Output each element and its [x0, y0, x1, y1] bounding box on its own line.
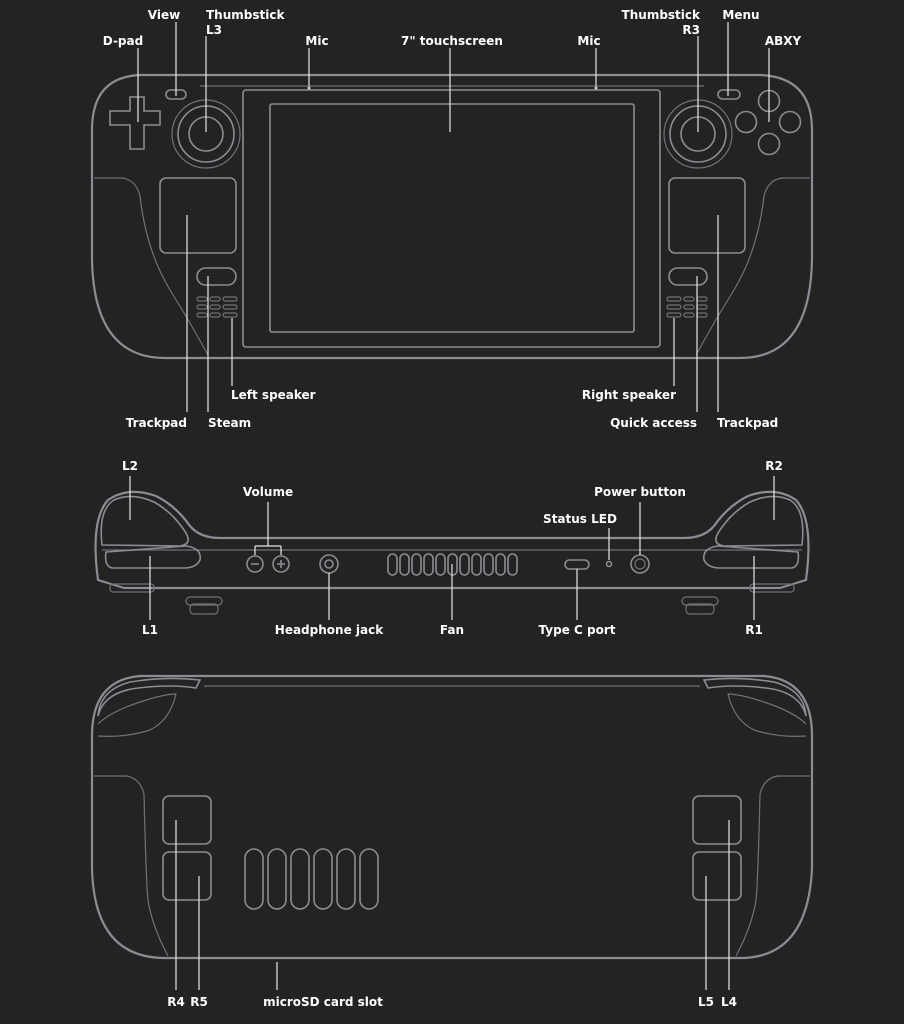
left-speaker-grille — [196, 296, 238, 318]
label-thumbstick-l3-line1: Thumbstick — [206, 8, 285, 22]
front-leaders — [137, 22, 770, 412]
label-menu: Menu — [722, 8, 759, 22]
top-leaders — [129, 476, 775, 620]
touchscreen[interactable] — [269, 103, 635, 333]
mic-right-hole — [594, 86, 598, 90]
volume-down-button[interactable] — [246, 555, 264, 573]
label-dpad: D-pad — [103, 34, 143, 48]
label-steam: Steam — [208, 416, 251, 430]
quick-access-button[interactable] — [668, 267, 708, 286]
back-view: R4 R5 microSD card slot L5 L4 — [90, 674, 814, 1009]
l4-back-button[interactable] — [692, 795, 742, 845]
back-right-trigger — [702, 677, 807, 717]
back-left-trigger — [97, 677, 202, 717]
label-thumbstick-r3-line2: R3 — [682, 23, 700, 37]
r5-back-button[interactable] — [162, 851, 212, 901]
back-inner-left — [94, 775, 169, 957]
label-abxy: ABXY — [765, 34, 802, 48]
label-volume: Volume — [243, 485, 293, 499]
right-trackpad[interactable] — [668, 177, 746, 254]
back-left-trigger-inner — [97, 693, 177, 737]
label-type-c-port: Type C port — [539, 623, 616, 637]
label-power-button: Power button — [594, 485, 686, 499]
back-body-outline — [90, 674, 814, 960]
label-r2: R2 — [765, 459, 783, 473]
label-thumbstick-r3-line1: Thumbstick — [622, 8, 701, 22]
r4-back-button[interactable] — [162, 795, 212, 845]
r1-bumper[interactable] — [702, 545, 800, 569]
front-view: View Thumbstick L3 D-pad Mic 7" touchscr… — [90, 8, 814, 430]
label-trackpad-left: Trackpad — [126, 416, 187, 430]
label-mic-right: Mic — [577, 34, 600, 48]
label-mic-left: Mic — [305, 34, 328, 48]
label-l4: L4 — [721, 995, 737, 1009]
label-touchscreen: 7" touchscreen — [401, 34, 503, 48]
dpad-icon[interactable] — [109, 96, 161, 150]
volume-up-button[interactable] — [272, 555, 290, 573]
label-status-led: Status LED — [543, 512, 617, 526]
type-c-port[interactable] — [564, 559, 590, 570]
back-inner-right — [735, 775, 810, 957]
label-fan: Fan — [440, 623, 464, 637]
abxy-buttons[interactable] — [734, 89, 802, 156]
label-r4: R4 — [167, 995, 185, 1009]
power-button[interactable] — [630, 554, 650, 574]
mic-left-hole — [307, 86, 311, 90]
left-stick-underside — [109, 583, 223, 615]
label-trackpad-right: Trackpad — [717, 416, 778, 430]
steam-button[interactable] — [196, 267, 237, 286]
r2-trigger[interactable] — [715, 495, 804, 547]
back-leaders — [175, 820, 730, 990]
top-body-outline — [94, 490, 810, 590]
front-body-inner-left — [94, 177, 209, 356]
screen-bezel — [242, 89, 661, 348]
l1-bumper[interactable] — [104, 545, 202, 569]
menu-button[interactable] — [717, 89, 741, 100]
label-headphone-jack: Headphone jack — [275, 623, 384, 637]
right-speaker-grille — [666, 296, 708, 318]
label-left-speaker: Left speaker — [231, 388, 316, 402]
headphone-jack[interactable] — [319, 554, 339, 574]
status-led — [605, 560, 613, 568]
left-trackpad[interactable] — [159, 177, 237, 254]
label-r1: R1 — [745, 623, 763, 637]
back-right-trigger-inner — [727, 693, 807, 737]
l5-back-button[interactable] — [692, 851, 742, 901]
label-l1: L1 — [142, 623, 158, 637]
label-microsd: microSD card slot — [263, 995, 383, 1009]
label-view: View — [148, 8, 180, 22]
back-vents — [244, 848, 379, 910]
label-r5: R5 — [190, 995, 208, 1009]
front-body-inner-right — [695, 177, 810, 356]
top-view: L2 Volume Status LED Power button R2 L1 … — [94, 459, 810, 637]
label-l2: L2 — [122, 459, 138, 473]
fan-vents — [387, 553, 518, 576]
label-l5: L5 — [698, 995, 714, 1009]
label-quick-access: Quick access — [610, 416, 697, 430]
front-body-outline — [90, 73, 814, 360]
l2-trigger[interactable] — [100, 495, 189, 547]
right-stick-underside — [681, 583, 795, 615]
label-thumbstick-l3-line2: L3 — [206, 23, 222, 37]
label-right-speaker: Right speaker — [582, 388, 676, 402]
